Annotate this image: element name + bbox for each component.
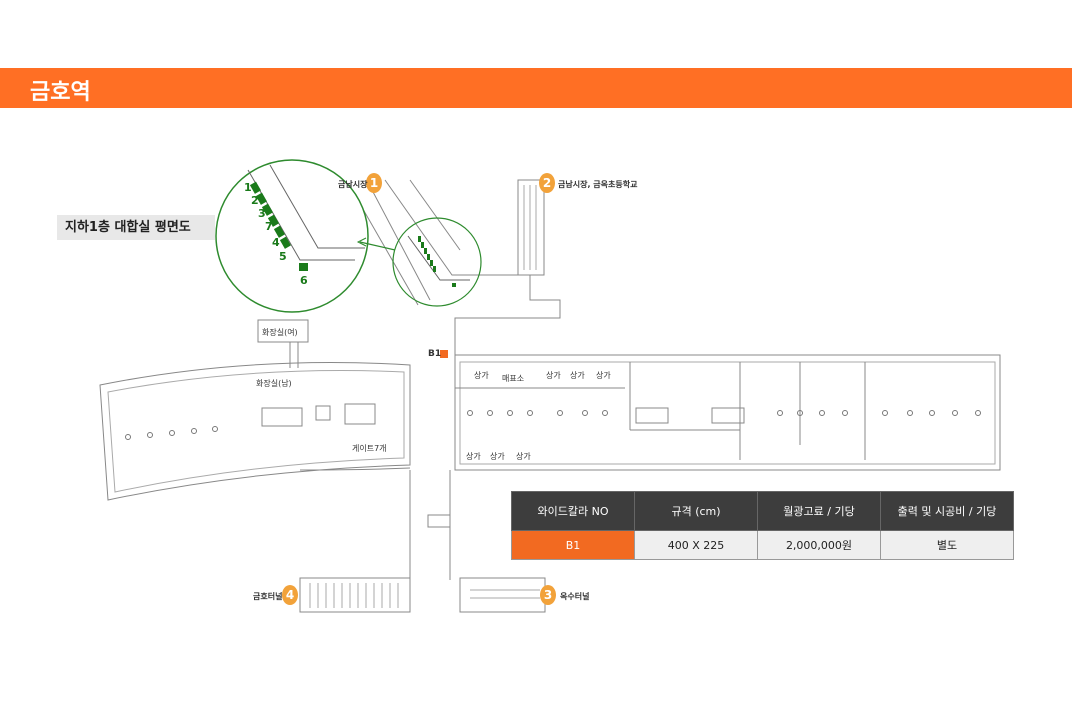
- spec-table: 와이드칼라 NO 규격 (cm) 월광고료 / 기당 출력 및 시공비 / 기당…: [511, 491, 1014, 560]
- table-row: B1 400 X 225 2,000,000원 별도: [511, 530, 1014, 560]
- spec-header-size: 규격 (cm): [634, 491, 758, 531]
- restroom-female-label: 화장실(여): [262, 328, 298, 337]
- spec-header-row: 와이드칼라 NO 규격 (cm) 월광고료 / 기당 출력 및 시공비 / 기당: [511, 491, 1014, 531]
- exit-2-name: 금남시장, 금옥초등학교: [558, 180, 638, 189]
- shop-label: 상가: [490, 452, 505, 461]
- spec-cell-production: 별도: [880, 530, 1014, 560]
- shop-label: 상가: [596, 371, 611, 380]
- spec-cell-fee: 2,000,000원: [757, 530, 881, 560]
- spec-header-fee: 월광고료 / 기당: [757, 491, 881, 531]
- spec-cell-size: 400 X 225: [634, 530, 758, 560]
- gate-label: 게이트7개: [352, 444, 387, 453]
- shop-label: 상가: [466, 452, 481, 461]
- board-number: 7: [265, 220, 273, 233]
- shop-label: 상가: [570, 371, 585, 380]
- b1-marker-label: B1: [428, 349, 442, 359]
- board-number: 6: [300, 274, 308, 287]
- exit-2-badge: 2: [539, 173, 555, 193]
- exit-1-badge: 1: [366, 173, 382, 193]
- ticket-office-label: 매표소: [502, 374, 525, 383]
- board-number: 1: [244, 181, 252, 194]
- shop-label: 상가: [474, 371, 489, 380]
- spec-header-production: 출력 및 시공비 / 기당: [880, 491, 1014, 531]
- board-number: 5: [279, 250, 287, 263]
- station-title: 금호역: [30, 80, 91, 105]
- restroom-male-label: 화장실(남): [256, 379, 292, 388]
- exit-4-badge: 4: [282, 585, 298, 605]
- floor-plan-label: 지하1층 대합실 평면도: [57, 215, 215, 240]
- board-number: 3: [258, 207, 266, 220]
- exit-3-name: 옥수터널: [560, 592, 590, 601]
- board-number: 4: [272, 236, 280, 249]
- station-title-bar: 금호역: [0, 68, 1072, 108]
- exit-3-badge: 3: [540, 585, 556, 605]
- exit-4-name: 금호터널: [253, 592, 283, 601]
- shop-label: 상가: [546, 371, 561, 380]
- spec-cell-no: B1: [511, 530, 635, 560]
- shop-label: 상가: [516, 452, 531, 461]
- exit-1-name: 금남시장: [338, 180, 368, 189]
- board-number: 2: [251, 194, 259, 207]
- spec-header-no: 와이드칼라 NO: [511, 491, 635, 531]
